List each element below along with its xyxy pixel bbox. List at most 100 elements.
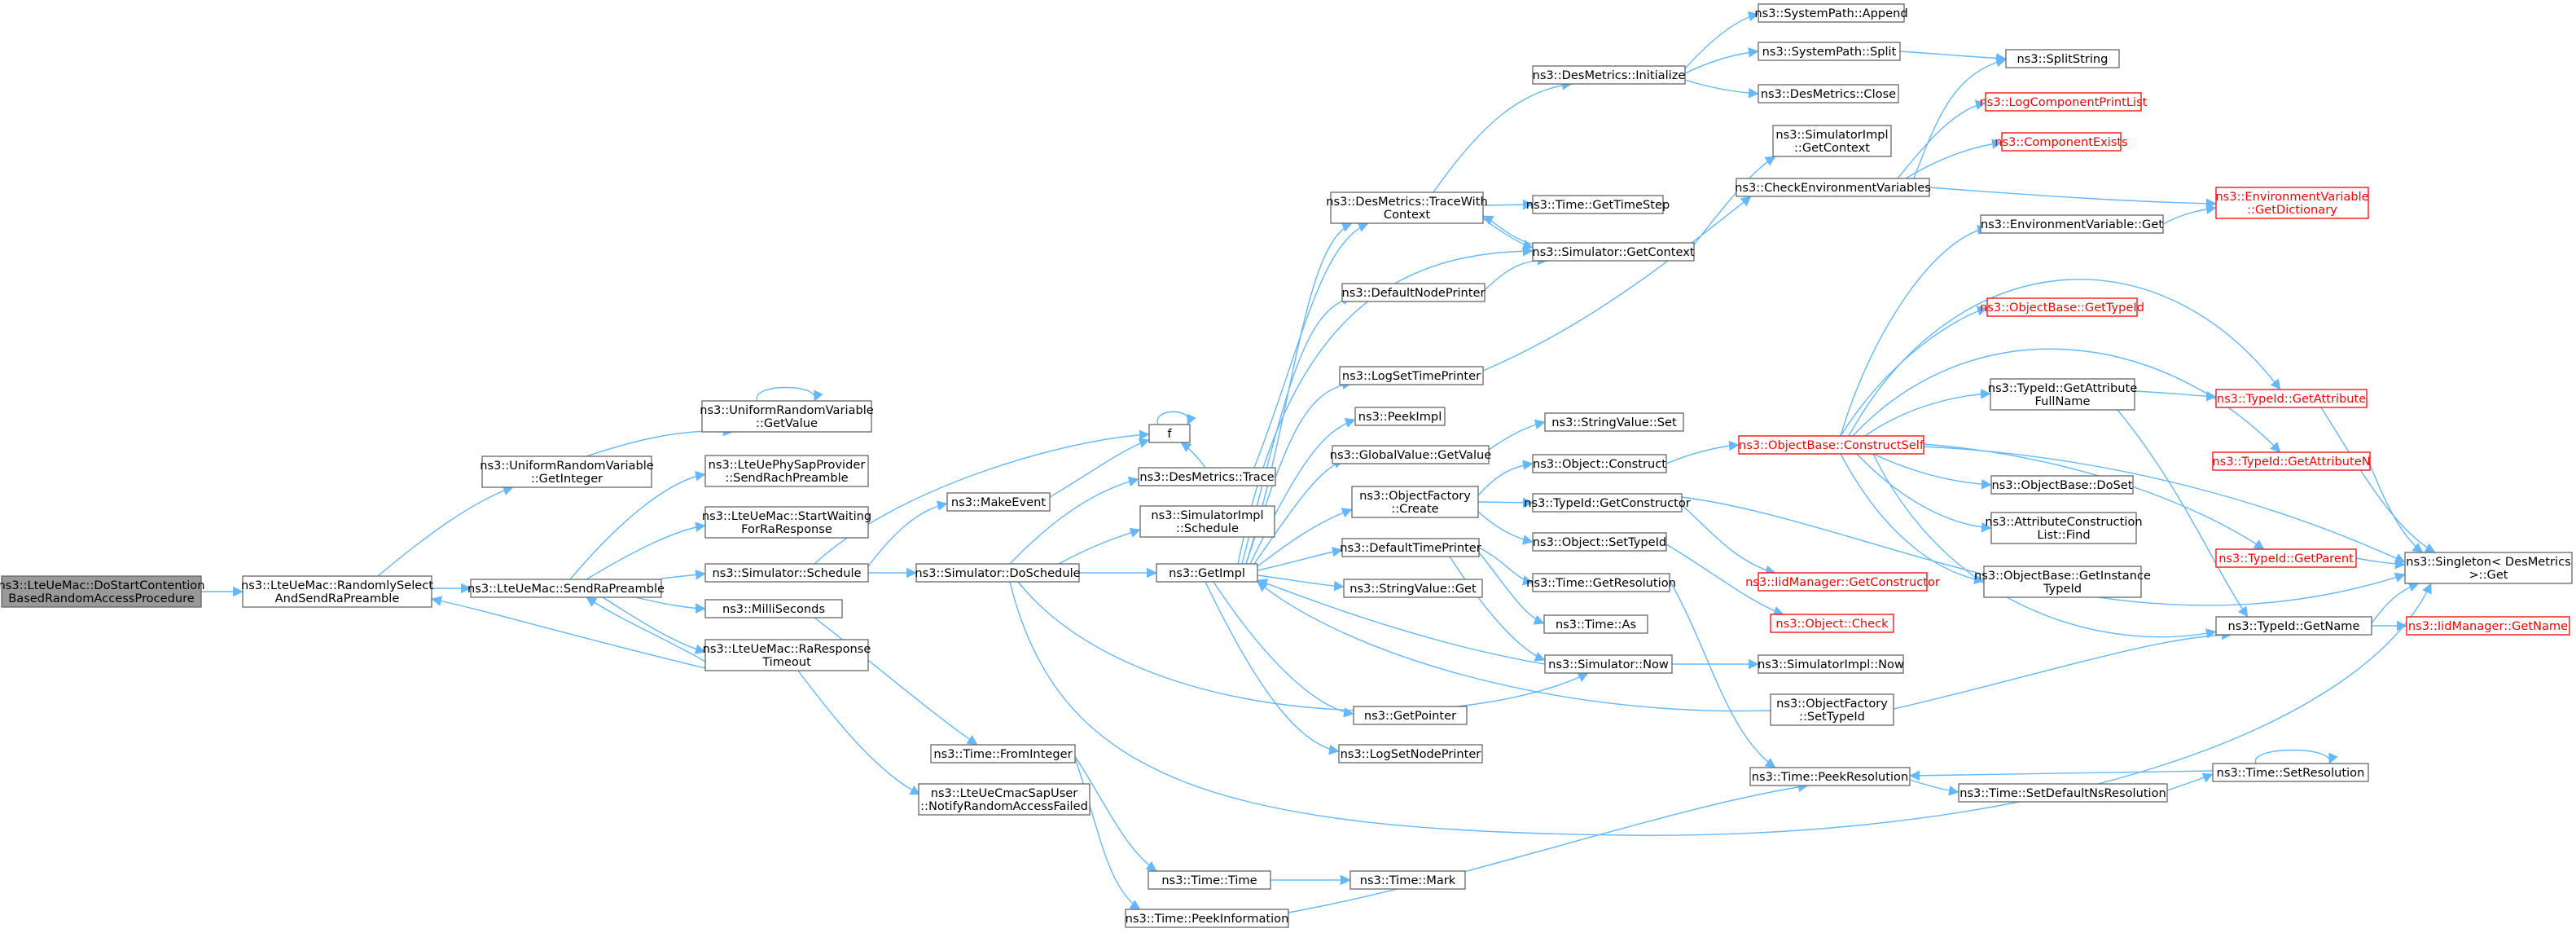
node-envvar_get[interactable]: ns3::EnvironmentVariable::Get xyxy=(1980,214,2164,234)
node-obj_check[interactable]: ns3::Object::Check xyxy=(1770,614,1894,633)
node-des_trace[interactable]: ns3::DesMetrics::Trace xyxy=(1138,467,1276,486)
node-box xyxy=(1330,191,1484,224)
edge-typeid_getattr-to-singleton_get xyxy=(2320,407,2436,553)
node-box xyxy=(915,563,1080,583)
node-label: ns3::StringValue::Set xyxy=(1551,416,1677,429)
node-sim_sched[interactable]: ns3::Simulator::Schedule xyxy=(704,563,869,583)
node-makeevent[interactable]: ns3::MakeEvent xyxy=(946,492,1051,512)
node-obj_construct[interactable]: ns3::Object::Construct xyxy=(1532,454,1667,473)
node-singleton_get[interactable]: ns3::Singleton< DesMetrics >::Get xyxy=(2404,552,2573,584)
node-objfactory_settypeid[interactable]: ns3::ObjectFactory::SetTypeId xyxy=(1770,693,1894,726)
node-box xyxy=(2215,616,2372,636)
node-gv_getvalue[interactable]: ns3::GlobalValue::GetValue xyxy=(1330,445,1492,464)
node-deftimeprinter[interactable]: ns3::DefaultTimePrinter xyxy=(1340,538,1481,557)
node-compexists[interactable]: ns3::ComponentExists xyxy=(1995,132,2128,152)
node-des_init[interactable]: ns3::DesMetrics::Initialize xyxy=(1532,65,1686,85)
node-iid_getname[interactable]: ns3::IidManager::GetName xyxy=(2406,616,2570,636)
edge-objfactory_settypeid-to-getimpl xyxy=(1257,581,1771,712)
node-sendra[interactable]: ns3::LteUeMac::SendRaPreamble xyxy=(467,579,665,598)
node-time_gettimestep[interactable]: ns3::Time::GetTimeStep xyxy=(1526,195,1670,214)
node-des_close[interactable]: ns3::DesMetrics::Close xyxy=(1758,84,1899,103)
node-getpointer[interactable]: ns3::GetPointer xyxy=(1353,706,1468,725)
node-peekinfo[interactable]: ns3::Time::PeekInformation xyxy=(1125,909,1289,928)
node-objbase_doset[interactable]: ns3::ObjectBase::DoSet xyxy=(1990,475,2134,495)
node-simimpl_now[interactable]: ns3::SimulatorImpl::Now xyxy=(1758,654,1904,674)
node-peekres[interactable]: ns3::Time::PeekResolution xyxy=(1749,767,1911,786)
node-typeid_getctor[interactable]: ns3::TypeId::GetConstructor xyxy=(1524,493,1691,513)
node-label: ns3::ObjectBase::ConstructSelf xyxy=(1739,438,1924,452)
node-typeid_getattrn[interactable]: ns3::TypeId::GetAttributeN xyxy=(2212,451,2371,471)
node-millis[interactable]: ns3::MilliSeconds xyxy=(704,599,843,618)
edge-sendra-to-millis xyxy=(634,596,706,614)
node-time_getres[interactable]: ns3::Time::GetResolution xyxy=(1526,573,1676,592)
node-checkenv[interactable]: ns3::CheckEnvironmentVariables xyxy=(1735,178,1931,197)
edge-deftimeprinter-to-time_getres xyxy=(1478,547,1534,586)
node-logcomp[interactable]: ns3::LogComponentPrintList xyxy=(1980,92,2148,112)
node-box xyxy=(1758,42,1901,61)
node-box xyxy=(1980,214,2164,234)
node-urv_int[interactable]: ns3::UniformRandomVariable::GetInteger xyxy=(480,455,654,488)
node-typeid_getattr[interactable]: ns3::TypeId::GetAttribute xyxy=(2215,389,2368,408)
node-time_setdefns[interactable]: ns3::Time::SetDefaultNsResolution xyxy=(1958,783,2168,803)
node-label: ::SendRachPreamble xyxy=(725,471,848,485)
node-stringvalue_set[interactable]: ns3::StringValue::Set xyxy=(1544,412,1684,432)
node-iid_getctor[interactable]: ns3::IidManager::GetConstructor xyxy=(1745,572,1940,592)
node-typeid_getname[interactable]: ns3::TypeId::GetName xyxy=(2215,616,2372,636)
node-stringvalue_get[interactable]: ns3::StringValue::Get xyxy=(1343,579,1483,598)
node-getimpl[interactable]: ns3::GetImpl xyxy=(1156,563,1258,583)
node-fromint[interactable]: ns3::Time::FromInteger xyxy=(930,744,1076,764)
node-envvar_getdict[interactable]: ns3::EnvironmentVariable::GetDictionary xyxy=(2215,187,2369,219)
node-label: Timeout xyxy=(761,655,811,669)
node-label: ns3::SimulatorImpl xyxy=(1775,128,1888,142)
node-objbase_construct[interactable]: ns3::ObjectBase::ConstructSelf xyxy=(1738,435,1924,455)
node-cmacsap[interactable]: ns3::LteUeCmacSapUser::NotifyRandomAcces… xyxy=(918,783,1091,816)
node-time_as[interactable]: ns3::Time::As xyxy=(1543,614,1648,634)
node-simimpl_sched[interactable]: ns3::SimulatorImpl::Schedule xyxy=(1139,505,1275,538)
node-objfactory_create[interactable]: ns3::ObjectFactory::Create xyxy=(1351,486,1479,518)
node-randsel[interactable]: ns3::LteUeMac::RandomlySelectAndSendRaPr… xyxy=(241,575,433,608)
node-urv_val[interactable]: ns3::UniformRandomVariable::GetValue xyxy=(700,400,874,433)
node-label: ::GetDictionary xyxy=(2247,203,2337,217)
node-defnodeprinter[interactable]: ns3::DefaultNodePrinter xyxy=(1341,283,1485,302)
node-time_time[interactable]: ns3::Time::Time xyxy=(1148,870,1271,890)
node-label: List::Find xyxy=(2037,528,2090,542)
edge-checkenv-to-logcomp xyxy=(1897,99,1986,179)
edge-getimpl-to-des_tracectx xyxy=(1245,222,1353,565)
node-box xyxy=(1125,909,1289,928)
edge-checkenv-to-splitstring xyxy=(1913,57,2007,179)
edge-obj_settypeid-to-obj_check xyxy=(1665,544,1784,616)
node-splitstring[interactable]: ns3::SplitString xyxy=(2005,49,2120,68)
node-simimpl_getctx[interactable]: ns3::SimulatorImpl::GetContext xyxy=(1772,125,1892,157)
edge-makeevent-to-f xyxy=(1049,438,1150,498)
node-f[interactable]: f xyxy=(1148,424,1191,443)
edge-objbase_construct-to-typeid_getattr xyxy=(1848,279,2281,437)
node-typeid_getparent[interactable]: ns3::TypeId::GetParent xyxy=(2215,548,2357,568)
node-sim_getctx[interactable]: ns3::Simulator::GetContext xyxy=(1532,242,1695,262)
node-peekimpl[interactable]: ns3::PeekImpl xyxy=(1354,407,1446,426)
node-sim_now[interactable]: ns3::Simulator::Now xyxy=(1544,654,1673,674)
node-dosched[interactable]: ns3::Simulator::DoSchedule xyxy=(915,563,1081,583)
node-logsettime[interactable]: ns3::LogSetTimePrinter xyxy=(1339,366,1484,385)
edge-f-to-f xyxy=(1156,411,1196,425)
node-time_mark[interactable]: ns3::Time::Mark xyxy=(1349,870,1466,890)
edge-obj_construct-to-objbase_construct xyxy=(1665,440,1740,464)
node-box xyxy=(1338,744,1483,764)
node-obj_settypeid[interactable]: ns3::Object::SetTypeId xyxy=(1532,532,1667,552)
node-box xyxy=(2404,552,2573,584)
node-objbase_gettypeid[interactable]: ns3::ObjectBase::GetTypeId xyxy=(1980,297,2144,317)
node-logsetnode[interactable]: ns3::LogSetNodePrinter xyxy=(1338,744,1483,764)
edge-fromint-to-peekinfo xyxy=(1074,757,1141,910)
node-time_setres[interactable]: ns3::Time::SetResolution xyxy=(2212,763,2369,782)
node-start[interactable]: ns3::LteUeMac::DoStartContentionBasedRan… xyxy=(0,575,204,608)
node-sp_append[interactable]: ns3::SystemPath::Append xyxy=(1754,3,1908,23)
edge-dosched-to-des_trace xyxy=(1009,476,1139,565)
node-phy_send[interactable]: ns3::LteUePhySapProvider::SendRachPreamb… xyxy=(704,455,869,487)
node-sp_split[interactable]: ns3::SystemPath::Split xyxy=(1758,42,1901,61)
edge-objbase_construct-to-objbase_getinst xyxy=(1840,453,1985,585)
